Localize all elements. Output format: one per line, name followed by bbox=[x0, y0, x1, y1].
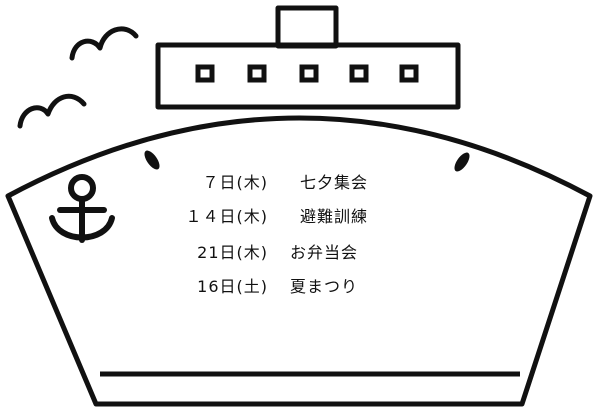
cabin-window bbox=[247, 64, 267, 83]
chimney bbox=[275, 5, 339, 49]
anchor-icon bbox=[49, 174, 115, 243]
cabin-window bbox=[299, 64, 319, 83]
cabin bbox=[155, 42, 461, 110]
hull-porthole bbox=[144, 150, 160, 170]
cabin-window bbox=[349, 64, 369, 83]
cloud-icon bbox=[17, 93, 87, 129]
hull-porthole bbox=[454, 152, 470, 172]
cloud-icon bbox=[69, 26, 139, 61]
hull bbox=[5, 115, 593, 407]
cabin-window bbox=[399, 64, 419, 83]
cabin-window bbox=[195, 64, 215, 83]
